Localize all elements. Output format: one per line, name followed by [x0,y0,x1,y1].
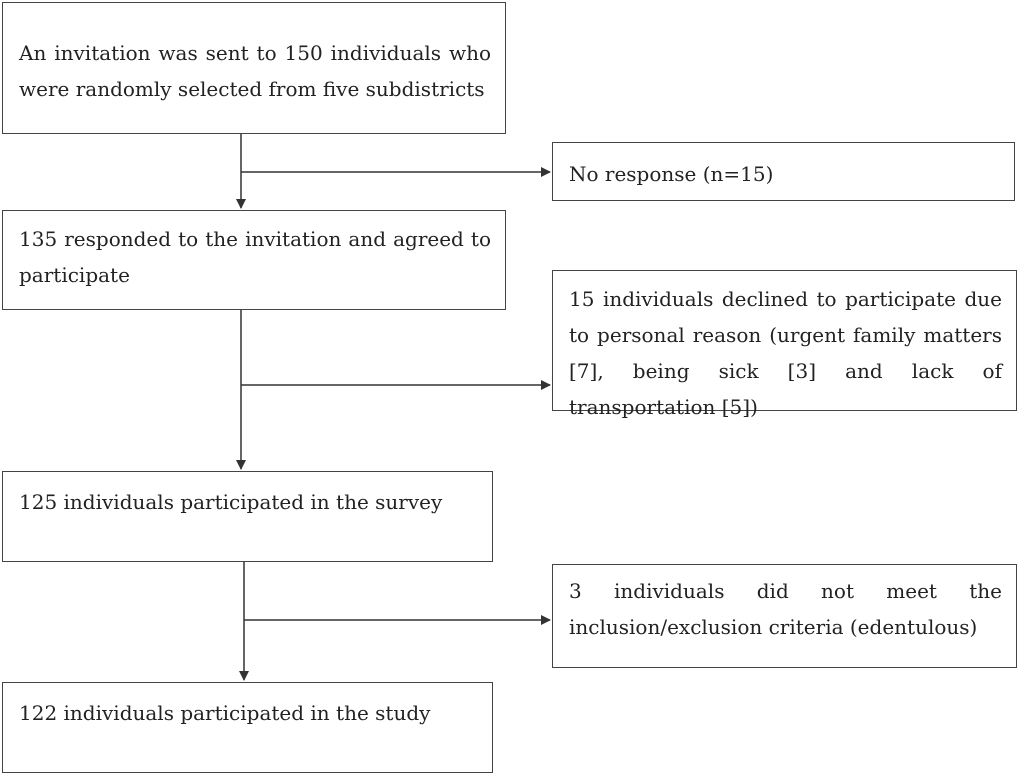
exclusion2-text: 15 individuals declined to participate d… [569,287,1002,419]
step1-text: An invitation was sent to 150 individual… [19,41,491,101]
exclusion2-box: 15 individuals declined to participate d… [552,270,1017,419]
step2-box: 135 responded to the invitation and agre… [2,210,506,310]
step1-box: An invitation was sent to 150 individual… [2,2,506,134]
exclusion1-box: No response (n=15) [552,142,1015,201]
exclusion1-text: No response (n=15) [569,162,774,186]
step4-text: 122 individuals participated in the stud… [19,701,431,725]
step2-text: 135 responded to the invitation and agre… [19,227,491,287]
step3-text: 125 individuals participated in the surv… [19,490,443,514]
exclusion3-box: 3 individuals did not meet the inclusion… [552,564,1017,668]
step4-box: 122 individuals participated in the stud… [2,682,493,773]
step3-box: 125 individuals participated in the surv… [2,471,493,562]
exclusion3-text: 3 individuals did not meet the inclusion… [569,579,1002,639]
